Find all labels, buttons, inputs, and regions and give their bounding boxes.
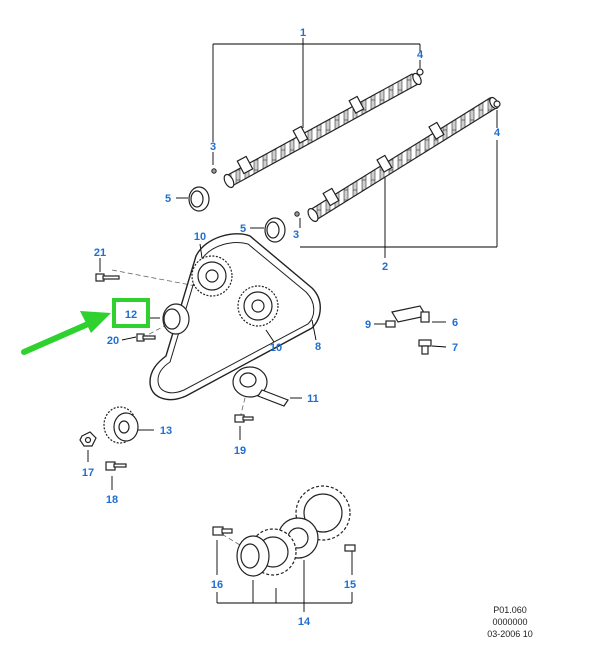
bolt-19 bbox=[234, 414, 254, 423]
plug-9 bbox=[385, 320, 396, 328]
callout-15: 15 bbox=[344, 579, 356, 591]
callout-4-lower: 4 bbox=[494, 127, 501, 139]
callout-6: 6 bbox=[452, 317, 458, 329]
bolt-17 bbox=[79, 431, 97, 447]
camshaft-lower bbox=[294, 96, 501, 222]
callout-16: 16 bbox=[211, 579, 223, 591]
reference-code-line2: 0000000 bbox=[492, 617, 528, 627]
highlight-box-12 bbox=[112, 298, 150, 328]
callout-2: 2 bbox=[382, 261, 388, 273]
callout-17: 17 bbox=[82, 467, 94, 479]
callout-7: 7 bbox=[452, 342, 458, 354]
callout-8: 8 bbox=[315, 341, 321, 353]
bracket-6 bbox=[391, 305, 430, 323]
callout-10-upper: 10 bbox=[194, 231, 206, 243]
gear-assembly bbox=[212, 485, 356, 577]
callout-3-lower: 3 bbox=[293, 229, 299, 241]
callout-18: 18 bbox=[106, 494, 118, 506]
camshaft-upper bbox=[211, 68, 424, 189]
timing-belt bbox=[149, 233, 321, 401]
reference-code-line3: 03-2006 10 bbox=[487, 629, 533, 639]
callout-5-upper: 5 bbox=[165, 193, 171, 205]
belt-tensioner bbox=[232, 366, 289, 407]
pointer-arrow bbox=[21, 311, 111, 355]
callout-10-lower: 10 bbox=[270, 342, 282, 354]
callout-21: 21 bbox=[94, 247, 106, 259]
sensor-7 bbox=[418, 339, 432, 355]
callout-4-upper: 4 bbox=[417, 49, 424, 61]
idler-pulley bbox=[162, 303, 190, 335]
callout-3-upper: 3 bbox=[210, 141, 216, 153]
bolt-21 bbox=[95, 273, 120, 282]
bolt-18 bbox=[105, 461, 127, 471]
callout-14: 14 bbox=[298, 616, 311, 628]
oil-seal-lower bbox=[264, 217, 286, 243]
callout-19: 19 bbox=[234, 445, 246, 457]
bolt-20 bbox=[136, 333, 156, 342]
reference-code-line1: P01.060 bbox=[493, 605, 527, 615]
callout-1: 1 bbox=[300, 27, 306, 39]
leader-lines bbox=[87, 38, 498, 612]
camshaft-pulley-right bbox=[237, 285, 279, 327]
callout-5-lower: 5 bbox=[240, 223, 246, 235]
callout-13: 13 bbox=[160, 425, 172, 437]
callout-11: 11 bbox=[307, 393, 319, 405]
callout-20: 20 bbox=[107, 335, 119, 347]
oil-seal-upper bbox=[188, 186, 210, 212]
callout-12: 12 bbox=[125, 309, 137, 321]
crankshaft-pulley bbox=[103, 406, 139, 444]
camshaft-pulley-left bbox=[191, 255, 233, 297]
callout-9: 9 bbox=[365, 319, 371, 331]
callout-labels: 1 2 3 3 4 4 5 5 6 7 8 9 10 10 11 12 13 1… bbox=[82, 27, 501, 628]
